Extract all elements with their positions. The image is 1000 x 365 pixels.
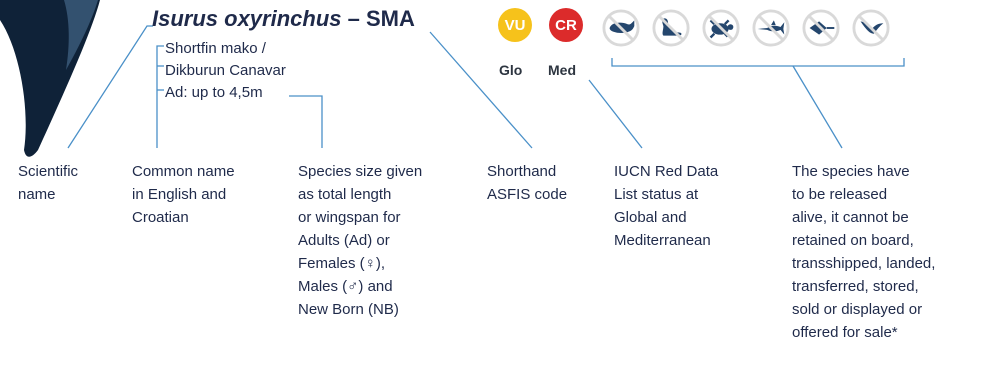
species-title: Isurus oxyrinchus – SMA [152,6,415,32]
common-name-english: Shortfin mako / [165,40,266,57]
asfis-code: SMA [365,6,415,31]
annotation-asfis-code: Shorthand ASFIS code [487,163,568,203]
scientific-name: Isurus oxyrinchus [152,6,342,31]
iucn-global-badge: VU [498,8,532,42]
species-size: Ad: up to 4,5m [165,84,263,101]
iucn-global-label: Glo [499,62,523,78]
title-separator: – [341,6,366,31]
iucn-med-label: Med [548,62,576,78]
iucn-med-badge: CR [549,8,583,42]
no-swordfish-icon [752,9,790,47]
common-name-croatian: Dikburun Canavar [165,62,286,79]
no-seal-icon [652,9,690,47]
no-bird-icon [852,9,890,47]
annotation-scientific-name: Scientific name [18,163,79,203]
annotation-release-rule: The species have to be released alive, i… [792,163,936,341]
no-whale-icon [602,9,640,47]
no-turtle-icon [702,9,740,47]
annotation-species-size: Species size given as total length or wi… [298,163,423,318]
shark-fin-icon [0,0,100,157]
common-name-block: Shortfin mako / Dikburun Canavar Ad: up … [165,38,286,104]
annotation-iucn-status: IUCN Red Data List status at Global and … [614,163,719,249]
no-ray-icon [802,9,840,47]
annotation-common-name: Common name in English and Croatian [132,163,235,226]
